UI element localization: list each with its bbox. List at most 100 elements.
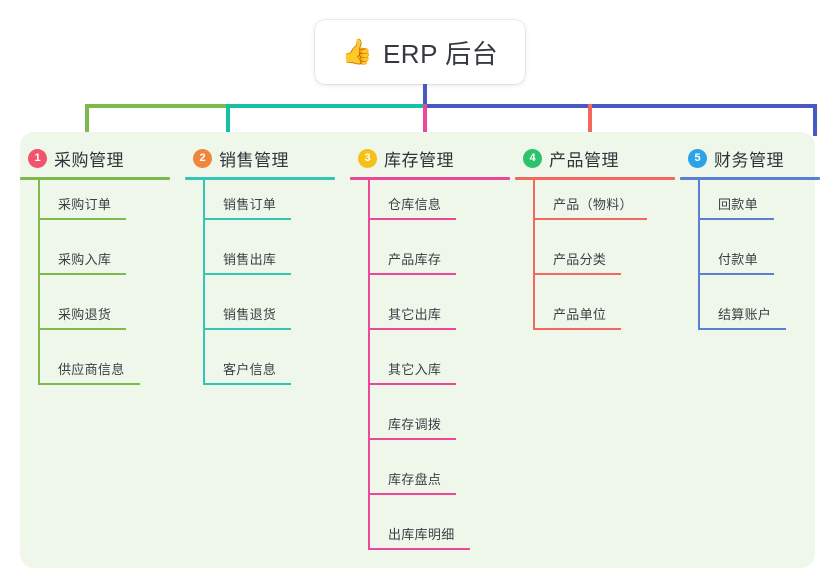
connector-bar-blue	[423, 104, 817, 108]
leaf-label: 结算账户	[718, 307, 772, 322]
leaf-underline	[38, 383, 140, 385]
leaf-underline	[368, 273, 456, 275]
leaf-underline	[203, 383, 291, 385]
leaf-node[interactable]: 采购退货	[20, 290, 170, 345]
leaf-label: 其它入库	[388, 362, 442, 377]
branch-drop-1	[85, 104, 89, 136]
leaf-node[interactable]: 产品单位	[515, 290, 675, 345]
leaf-label: 仓库信息	[388, 197, 442, 212]
branch-header-4[interactable]: 4 产品管理	[515, 144, 675, 172]
leaf-underline	[698, 328, 786, 330]
branch-column-2: 2 销售管理销售订单销售出库销售退货客户信息	[185, 144, 335, 400]
leaf-label: 采购入库	[58, 252, 112, 267]
leaf-node[interactable]: 其它入库	[350, 345, 510, 400]
leaf-node[interactable]: 出库库明细	[350, 510, 510, 565]
leaf-node[interactable]: 库存盘点	[350, 455, 510, 510]
branch-number-badge: 5	[688, 148, 707, 168]
leaf-node[interactable]: 销售订单	[185, 180, 335, 235]
leaf-label: 回款单	[718, 197, 758, 212]
leaf-underline	[533, 273, 621, 275]
leaf-label: 客户信息	[223, 362, 277, 377]
leaf-underline	[368, 493, 456, 495]
leaf-node[interactable]: 付款单	[680, 235, 820, 290]
branch-column-4: 4 产品管理产品（物料） 产品分类产品单位	[515, 144, 675, 345]
leaf-underline	[203, 273, 291, 275]
branch-underline	[185, 177, 335, 180]
leaf-underline	[368, 383, 456, 385]
leaf-node[interactable]: 销售出库	[185, 235, 335, 290]
branch-header-1[interactable]: 1 采购管理	[20, 144, 170, 172]
leaf-label: 销售退货	[223, 307, 277, 322]
leaf-underline	[533, 218, 647, 220]
leaf-label: 库存盘点	[388, 472, 442, 487]
leaf-node[interactable]: 采购订单	[20, 180, 170, 235]
branch-spine	[38, 180, 40, 385]
branch-header-2[interactable]: 2 销售管理	[185, 144, 335, 172]
leaf-label: 销售订单	[223, 197, 277, 212]
root-node[interactable]: 👍 ERP 后台	[315, 20, 525, 84]
branch-title: 采购管理	[54, 150, 124, 170]
branch-drop-3	[423, 104, 427, 136]
leaf-underline	[203, 328, 291, 330]
leaf-node[interactable]: 采购入库	[20, 235, 170, 290]
branch-title: 销售管理	[219, 150, 289, 170]
leaf-node[interactable]: 其它出库	[350, 290, 510, 345]
leaf-label: 产品单位	[553, 307, 607, 322]
branch-header-3[interactable]: 3 库存管理	[350, 144, 510, 172]
connector-bar-teal	[226, 104, 423, 108]
root-connector-vertical	[423, 84, 427, 106]
branch-number-badge: 2	[193, 148, 212, 168]
leaf-node[interactable]: 仓库信息	[350, 180, 510, 235]
branch-underline	[680, 177, 820, 180]
leaf-node[interactable]: 产品（物料）	[515, 180, 675, 235]
thumbs-up-icon: 👍	[341, 37, 373, 66]
branch-column-5: 5 财务管理回款单付款单结算账户	[680, 144, 820, 345]
branch-spine	[533, 180, 535, 330]
branch-number-badge: 1	[28, 148, 47, 168]
branch-items: 采购订单采购入库采购退货供应商信息	[20, 180, 170, 400]
leaf-underline	[38, 218, 126, 220]
leaf-label: 供应商信息	[58, 362, 125, 377]
leaf-underline	[38, 328, 126, 330]
leaf-label: 销售出库	[223, 252, 277, 267]
leaf-underline	[368, 218, 456, 220]
leaf-node[interactable]: 销售退货	[185, 290, 335, 345]
branch-number-badge: 4	[523, 148, 542, 168]
leaf-node[interactable]: 结算账户	[680, 290, 820, 345]
leaf-label: 采购退货	[58, 307, 112, 322]
branch-number-badge: 3	[358, 148, 377, 168]
branch-underline	[515, 177, 675, 180]
branch-column-3: 3 库存管理仓库信息产品库存其它出库其它入库库存调拨库存盘点出库库明细	[350, 144, 510, 565]
branch-items: 销售订单销售出库销售退货客户信息	[185, 180, 335, 400]
leaf-label: 产品分类	[553, 252, 607, 267]
leaf-underline	[203, 218, 291, 220]
branch-underline	[350, 177, 510, 180]
branch-spine	[203, 180, 205, 385]
branch-items: 回款单付款单结算账户	[680, 180, 820, 345]
leaf-node[interactable]: 供应商信息	[20, 345, 170, 400]
leaf-node[interactable]: 回款单	[680, 180, 820, 235]
leaf-label: 库存调拨	[388, 417, 442, 432]
leaf-label: 产品（物料）	[553, 197, 633, 212]
branch-drop-4	[588, 104, 592, 136]
leaf-node[interactable]: 产品库存	[350, 235, 510, 290]
branch-spine	[698, 180, 700, 330]
leaf-underline	[368, 438, 456, 440]
leaf-underline	[38, 273, 126, 275]
branch-drop-5	[813, 104, 817, 136]
branch-header-5[interactable]: 5 财务管理	[680, 144, 820, 172]
branch-column-1: 1 采购管理采购订单采购入库采购退货供应商信息	[20, 144, 170, 400]
leaf-node[interactable]: 库存调拨	[350, 400, 510, 455]
leaf-node[interactable]: 产品分类	[515, 235, 675, 290]
leaf-label: 出库库明细	[388, 527, 455, 542]
branch-underline	[20, 177, 170, 180]
branch-spine	[368, 180, 370, 550]
leaf-underline	[533, 328, 621, 330]
leaf-label: 付款单	[718, 252, 758, 267]
leaf-node[interactable]: 客户信息	[185, 345, 335, 400]
leaf-label: 其它出库	[388, 307, 442, 322]
branch-title: 库存管理	[384, 150, 454, 170]
branch-title: 财务管理	[714, 150, 784, 170]
branch-title: 产品管理	[549, 150, 619, 170]
